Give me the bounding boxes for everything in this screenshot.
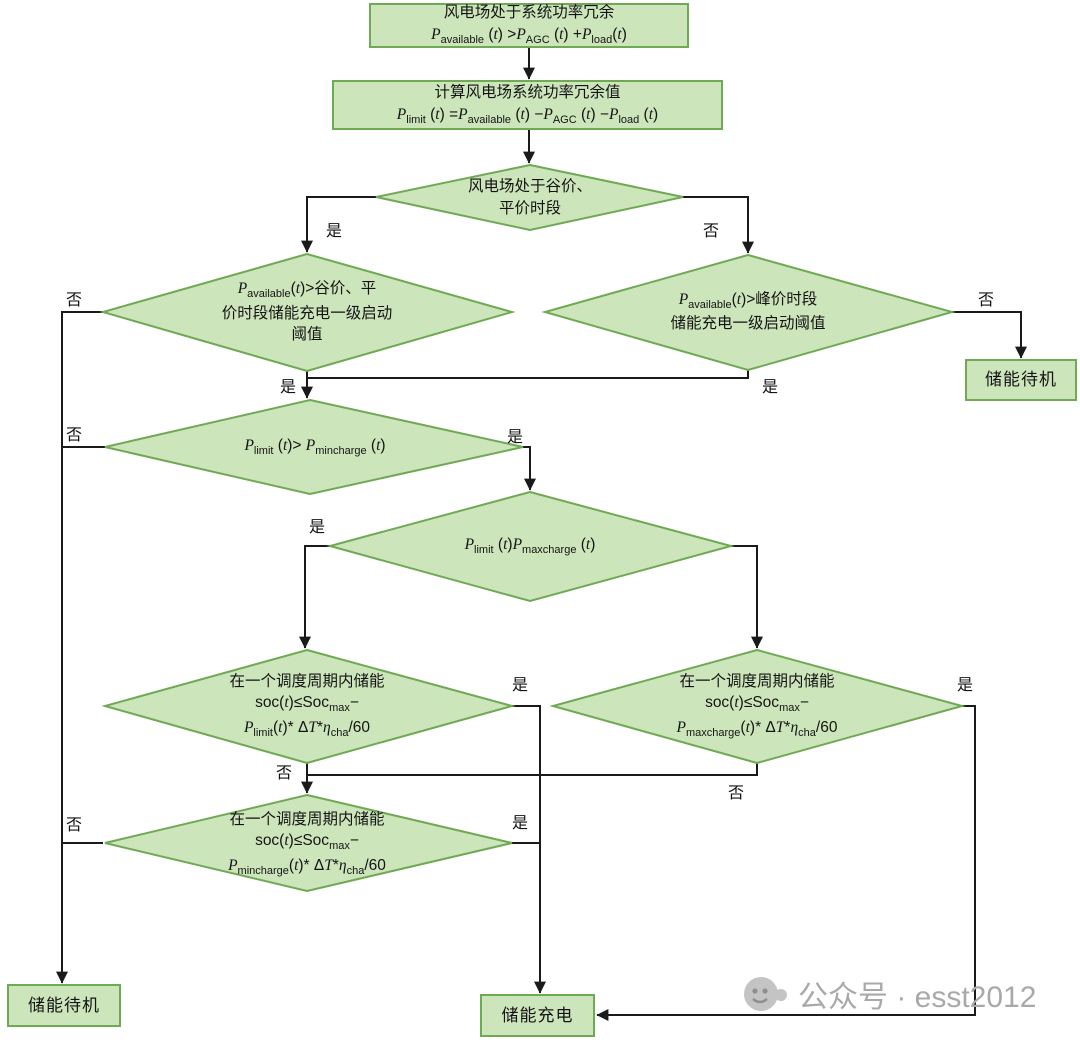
node-valley-threshold-text: Pavailable(t)>谷价、平价时段储能充电一级启动阈值 <box>221 280 393 344</box>
node-standby-bottom-text: 储能待机 <box>28 995 100 1015</box>
node-charge-text: 储能充电 <box>501 1005 574 1025</box>
node-limit-vs-maxcharge: Plimit (t)Pmaxcharge (t) <box>370 520 690 572</box>
label-limitmaxcharge-left-yes: 是 <box>309 519 326 536</box>
node-soc-limit-shape <box>101 648 516 765</box>
label-valleythreshold-no: 否 <box>66 292 83 309</box>
label-peakthreshold-no: 否 <box>978 292 995 309</box>
node-limit-vs-maxcharge-shape <box>326 490 735 603</box>
node-limit-vs-maxcharge-text: Plimit (t)Pmaxcharge (t) <box>464 535 596 556</box>
edge-peakthreshold-yes-merge <box>307 370 749 379</box>
label-socmaxcharge-no: 否 <box>728 785 745 802</box>
label-valleyperiod-no: 否 <box>703 223 720 240</box>
label-socmincharge-no: 否 <box>66 817 83 834</box>
edge-left-no-rail <box>56 311 103 984</box>
node-valley-threshold: Pavailable(t)>谷价、平价时段储能充电一级启动阈值 <box>130 262 484 362</box>
watermark-logo-icon <box>744 977 787 1011</box>
node-standby-right-shape <box>965 359 1077 401</box>
node-limit-vs-mincharge-text: Plimit (t)> Pmincharge (t) <box>244 436 386 457</box>
label-limitmincharge-no: 否 <box>66 427 83 444</box>
edge-valleyperiod-yes <box>301 196 376 253</box>
connectors <box>56 47 1027 1021</box>
node-standby-bottom-shape <box>7 984 121 1027</box>
label-socmincharge-yes: 是 <box>512 815 529 832</box>
node-charge-shape <box>480 994 595 1037</box>
watermark-text: 公众号 · esst2012 <box>798 981 1037 1014</box>
node-valley-period: 风电场处于谷价、平价时段 <box>400 170 660 225</box>
edge-peakthreshold-no <box>952 311 1027 359</box>
edge-soclimit-yes <box>512 705 546 994</box>
watermark: 公众号 · esst2012 <box>740 970 1036 1018</box>
label-socmaxcharge-yes: 是 <box>957 677 974 694</box>
label-peakthreshold-yes: 是 <box>762 379 779 396</box>
label-valleyperiod-yes: 是 <box>326 223 343 240</box>
edge-valleyperiod-no <box>683 196 754 254</box>
node-standby-right: 储能待机 <box>966 360 1076 400</box>
node-limit-vs-mincharge: Plimit (t)> Pmincharge (t) <box>150 420 480 474</box>
node-valley-period-shape <box>375 163 684 232</box>
label-valleythreshold-yes: 是 <box>280 379 297 396</box>
node-standby-bottom: 储能待机 <box>8 985 120 1026</box>
node-soc-maxcharge-shape <box>549 648 966 765</box>
node-peak-threshold-text: Pavailable(t)>峰价时段储能充电一级启动阈值 <box>670 290 826 333</box>
node-power-surplus-shape <box>369 3 689 48</box>
node-soc-mincharge-shape <box>104 793 513 893</box>
edge-socmaxcharge-no <box>307 763 758 776</box>
node-shapes <box>7 3 1077 1037</box>
node-limit-vs-mincharge-shape <box>104 398 524 496</box>
edge-limitmincharge-yes <box>523 446 536 491</box>
node-peak-threshold-shape <box>541 253 956 372</box>
label-soclimit-yes: 是 <box>512 677 529 694</box>
node-calc-surplus-shape <box>332 80 723 130</box>
node-peak-threshold: Pavailable(t)>峰价时段储能充电一级启动阈值 <box>580 272 916 352</box>
label-limitmincharge-yes: 是 <box>507 429 524 446</box>
node-valley-period-text: 风电场处于谷价、平价时段 <box>467 177 592 217</box>
node-standby-right-text: 储能待机 <box>985 370 1057 390</box>
edge-limitmaxcharge-right <box>731 545 763 649</box>
edge-socmaxcharge-yes <box>596 705 976 1021</box>
label-soclimit-no: 否 <box>276 765 293 782</box>
edge-limitmaxcharge-left <box>299 545 330 649</box>
node-charge: 储能充电 <box>481 995 594 1036</box>
node-valley-threshold-shape <box>99 252 516 373</box>
